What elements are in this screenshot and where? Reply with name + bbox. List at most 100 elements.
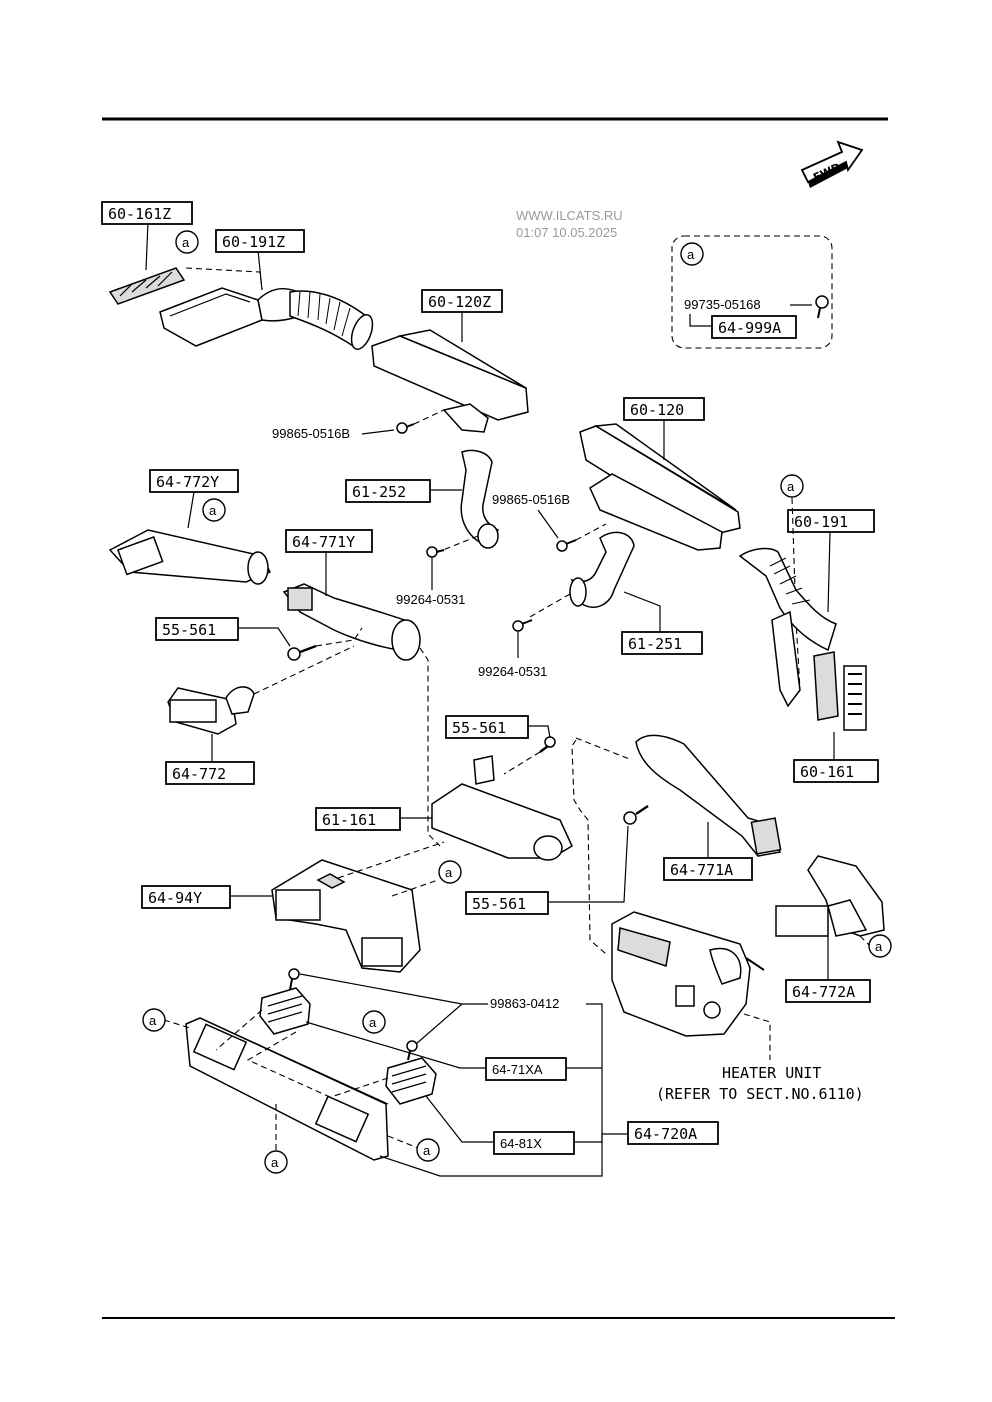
part-drawing-61-252 <box>460 449 500 549</box>
leader-dash-64-94Y-b <box>391 879 439 897</box>
leader-dash-55-561-left <box>315 627 363 647</box>
leader-99863-b <box>415 1003 463 1045</box>
leader-dash-99865-left <box>413 409 445 425</box>
part-drawing-64-94Y <box>271 859 421 973</box>
label-61-252: 61-252 <box>352 483 406 501</box>
ref-label-a-6: a <box>149 1013 157 1028</box>
box-60-161 <box>793 759 879 783</box>
screw-icon <box>396 422 415 434</box>
leader-dash-60-191Z <box>185 267 263 291</box>
label-64-71XA: 64-71XA <box>492 1062 543 1077</box>
box-64-81X <box>493 1131 575 1155</box>
ref-circle-a-2 <box>202 498 226 522</box>
box-61-251 <box>621 631 703 655</box>
ref-circle-a-3 <box>780 474 804 498</box>
bolt-icon <box>287 644 317 661</box>
leader-dash-64-772 <box>253 645 355 695</box>
leader-dash-64-94Y-a <box>337 841 445 879</box>
part-drawing-64-81X <box>385 1057 437 1105</box>
part-drawing-64-71XA <box>259 987 311 1035</box>
label-60-161Z: 60-161Z <box>108 205 171 223</box>
label-60-120: 60-120 <box>630 401 684 419</box>
leader-dash-64-771Y <box>419 647 441 847</box>
box-60-161Z <box>101 201 193 225</box>
leader-dash-99264-right <box>527 593 571 619</box>
ref-label-a-4: a <box>445 865 453 880</box>
label-64-772A: 64-772A <box>792 983 855 1001</box>
leader-dash-61-161-right <box>571 739 607 955</box>
part-drawing-60-191Z <box>159 287 301 347</box>
part-drawing-64-720A-panel <box>185 1017 389 1161</box>
leader-dash-panel-1 <box>215 1009 263 1051</box>
leader-dash-a6 <box>163 1019 191 1029</box>
box-64-71XA <box>485 1057 567 1081</box>
ref-circle-a-4 <box>438 860 462 884</box>
leader-64-71XA <box>305 1021 486 1069</box>
part-drawing-61-161 <box>431 755 573 861</box>
screw-icon <box>406 1040 418 1061</box>
label-64-81X: 64-81X <box>500 1136 542 1151</box>
screw-icon <box>288 968 300 991</box>
part-drawing-64-772A <box>775 855 885 937</box>
box-60-191Z <box>215 229 305 253</box>
ref-circle-a-8 <box>416 1138 440 1162</box>
ref-label-a-2: a <box>209 503 217 518</box>
label-64-999A: 64-999A <box>718 319 781 337</box>
box-61-252 <box>345 479 431 503</box>
ref-label-a-8: a <box>423 1143 431 1158</box>
label-60-191: 60-191 <box>794 513 848 531</box>
leader-dash-heater-unit <box>743 1013 771 1060</box>
label-99865-right: 99865-0516B <box>492 492 570 507</box>
leader-64-772Y <box>187 491 195 529</box>
leader-55-561-low <box>548 825 629 903</box>
label-61-251: 61-251 <box>628 635 682 653</box>
leader-60-191Z <box>257 249 263 291</box>
ref-label-a-9: a <box>271 1155 279 1170</box>
part-drawing-64-772Y <box>108 529 272 585</box>
box-60-191 <box>787 509 875 533</box>
part-drawing-60-191 <box>738 547 837 708</box>
part-drawing-60-120 <box>579 423 741 551</box>
leader-61-251 <box>623 591 661 632</box>
ref-circle-a-inset <box>680 242 704 266</box>
label-99735: 99735-05168 <box>684 297 761 312</box>
leader-dash-64-772A <box>859 935 871 947</box>
label-64-720A: 64-720A <box>634 1125 697 1143</box>
label-64-771A: 64-771A <box>670 861 733 879</box>
ref-circle-a-7 <box>362 1010 386 1034</box>
part-drawing-60-120Z <box>371 329 529 433</box>
leader-dash-99264-left <box>437 535 479 553</box>
label-99264-left: 99264-0531 <box>396 592 465 607</box>
leader-64-999A <box>689 314 712 327</box>
label-99264-right: 99264-0531 <box>478 664 547 679</box>
box-60-120Z <box>421 289 503 313</box>
label-64-771Y: 64-771Y <box>292 533 355 551</box>
box-64-772A <box>785 979 871 1003</box>
ref-circle-a-1 <box>175 230 199 254</box>
label-64-94Y: 64-94Y <box>148 889 202 907</box>
leader-60-191 <box>827 531 831 613</box>
label-64-772: 64-772 <box>172 765 226 783</box>
watermark-site: WWW.ILCATS.RU <box>516 208 623 223</box>
part-drawing-heater-unit <box>611 911 765 1037</box>
leader-64-81X <box>425 1095 494 1143</box>
leader-55-561-mid <box>528 725 551 739</box>
box-64-720A <box>627 1121 719 1145</box>
leader-dash-64-771A <box>575 737 633 761</box>
label-61-161: 61-161 <box>322 811 376 829</box>
box-64-94Y <box>141 885 231 909</box>
ref-label-a-5: a <box>875 939 883 954</box>
ref-circle-a-9 <box>264 1150 288 1174</box>
box-64-771A <box>663 857 753 881</box>
ref-label-a-3: a <box>787 479 795 494</box>
label-55-561-left: 55-561 <box>162 621 216 639</box>
box-55-561-mid <box>445 715 529 739</box>
heater-unit-title: HEATER UNIT <box>722 1064 821 1082</box>
clip-icon <box>815 295 829 319</box>
leader-64-720A <box>379 1134 603 1177</box>
leader-55-561-left <box>238 627 291 647</box>
leader-dash-panel-2 <box>246 1031 333 1099</box>
ref-circle-a-6 <box>142 1008 166 1032</box>
